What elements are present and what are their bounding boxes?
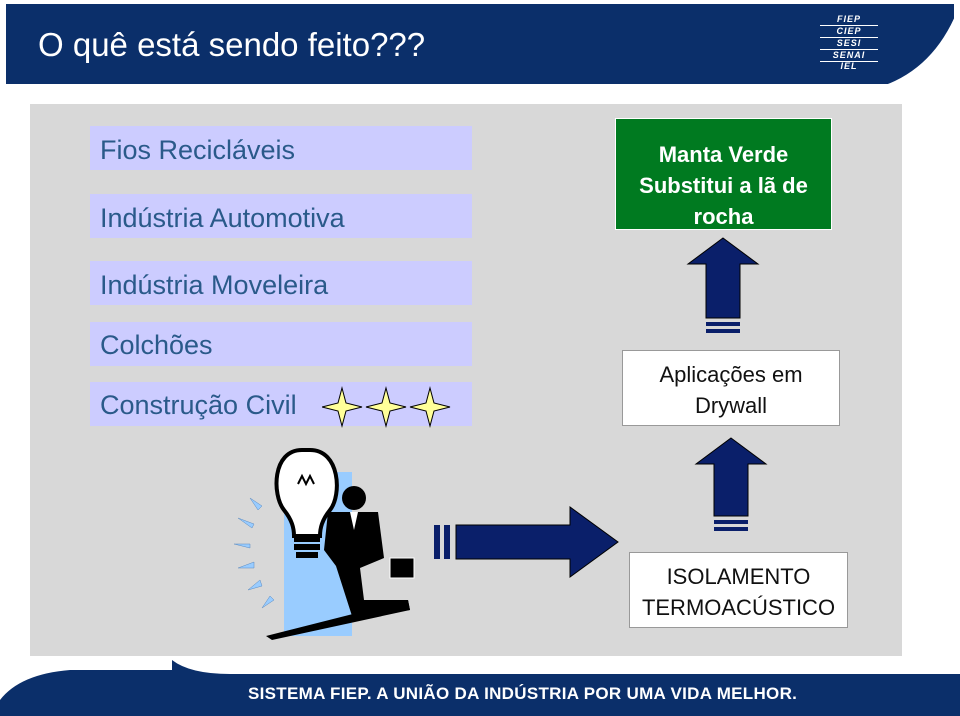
list-item-automotiva: Indústria Automotiva (90, 194, 472, 238)
footer-slogan: SISTEMA FIEP. A UNIÃO DA INDÚSTRIA POR U… (248, 684, 798, 703)
sparkle-icon (365, 386, 407, 428)
logo-line-sesi: SESI (836, 38, 862, 48)
manta-verde-line-2: Substitui a lã de (639, 173, 808, 198)
list-item-fios: Fios Recicláveis (90, 126, 472, 170)
isolamento-box: ISOLAMENTO TERMOACÚSTICO (629, 552, 848, 628)
drywall-box: Aplicações em Drywall (622, 350, 840, 426)
logo-line-fiep: FIEP (836, 14, 861, 24)
list-item-construcao: Construção Civil (90, 382, 472, 426)
header-bar: O quê está sendo feito??? (6, 4, 954, 84)
right-arrow-icon (434, 506, 619, 578)
list-item-moveleira: Indústria Moveleira (90, 261, 472, 305)
up-arrow-icon (686, 237, 760, 333)
logo-line-iel: IEL (840, 61, 858, 71)
businessman-lightbulb-icon (233, 448, 415, 640)
sparkle-icon (409, 386, 451, 428)
fiep-logo: FIEP CIEP SESI SENAI IEL (820, 14, 880, 71)
footer-shape (0, 660, 960, 716)
header-swoosh-decoration (888, 4, 960, 84)
sparkle-icon (322, 386, 363, 428)
manta-verde-line-1: Manta Verde (658, 142, 789, 167)
sparkle-icons (322, 386, 451, 428)
manta-verde-line-3: rocha (693, 204, 754, 229)
page-title: O quê está sendo feito??? (38, 26, 426, 63)
isolamento-line-2: TERMOACÚSTICO (641, 595, 836, 620)
isolamento-line-1: ISOLAMENTO (666, 564, 811, 589)
drywall-line-2: Drywall (694, 393, 768, 418)
up-arrow-icon (694, 437, 768, 531)
list-item-colchoes: Colchões (90, 322, 472, 366)
manta-verde-box: Manta Verde Substitui a lã de rocha (615, 118, 832, 230)
logo-line-ciep: CIEP (836, 26, 862, 36)
drywall-line-1: Aplicações em (659, 362, 803, 387)
logo-line-senai: SENAI (832, 50, 866, 60)
footer-bar: SISTEMA FIEP. A UNIÃO DA INDÚSTRIA POR U… (0, 660, 960, 716)
